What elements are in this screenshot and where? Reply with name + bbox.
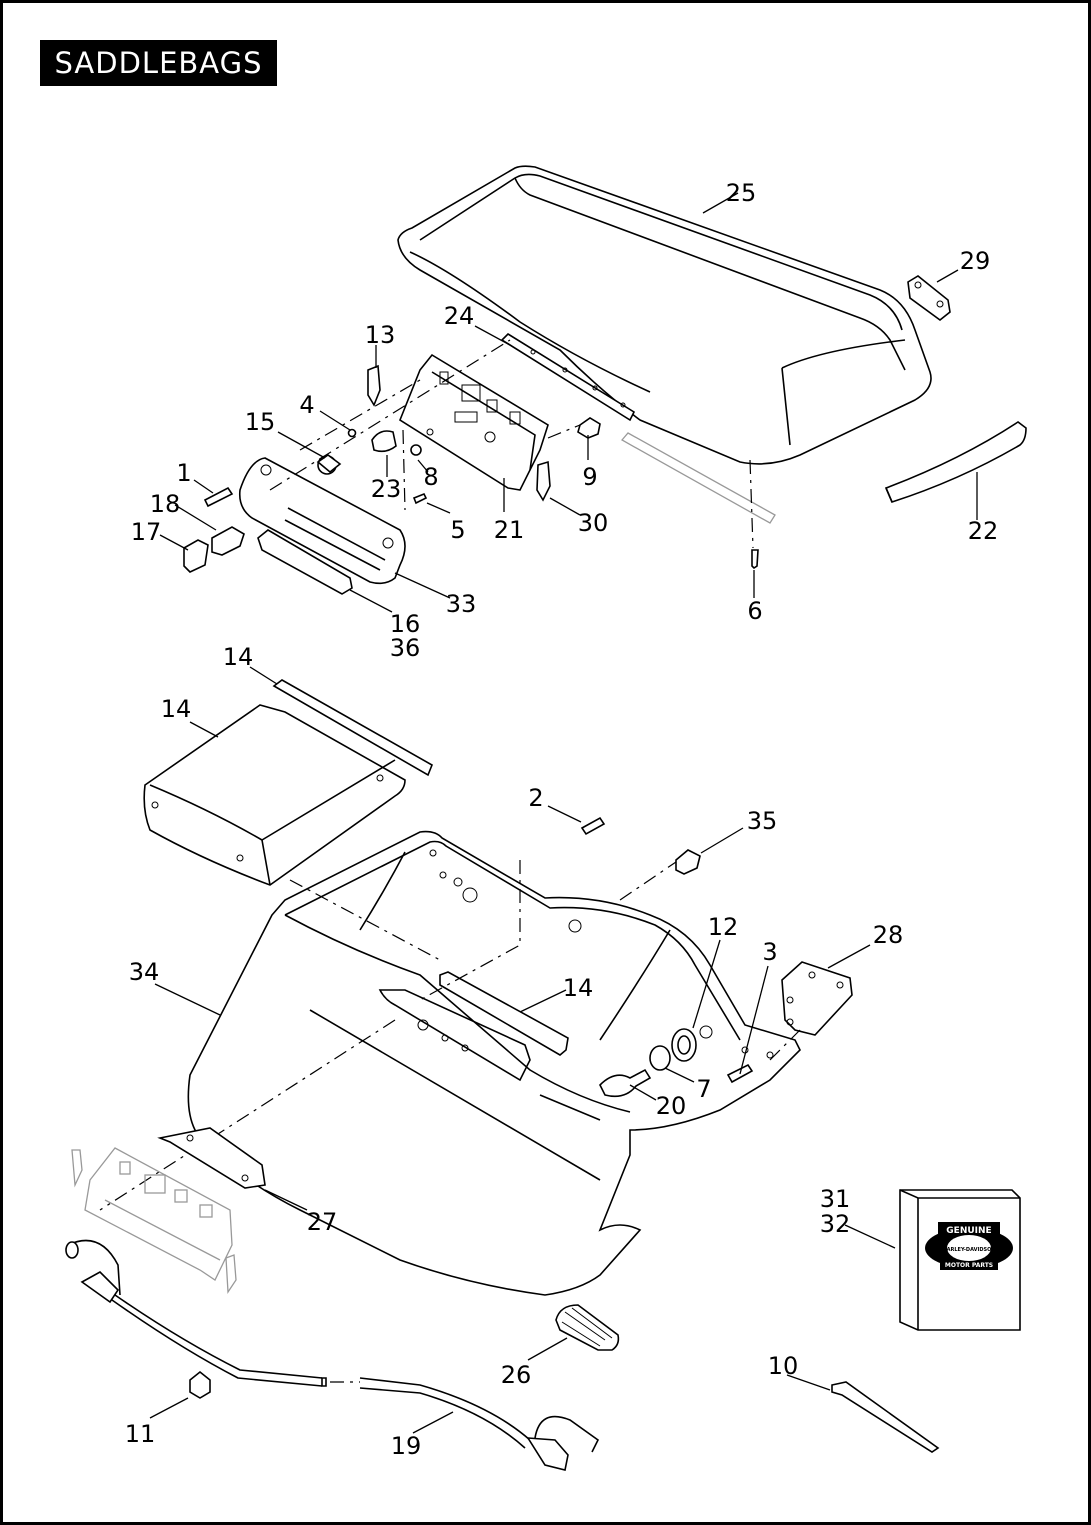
callout-20: 20 [656, 1092, 687, 1120]
callout-14-liner: 14 [161, 695, 192, 723]
leader-lines [149, 192, 978, 1434]
cable-tie-part-10 [831, 1381, 940, 1453]
callout-24: 24 [444, 302, 475, 330]
latch-handle-part-33 [238, 457, 406, 585]
liner-part-14 [143, 704, 406, 886]
callout-22: 22 [968, 517, 999, 545]
callout-1: 1 [176, 459, 191, 487]
callout-32: 32 [820, 1210, 851, 1238]
callout-16: 16 [390, 610, 421, 638]
emblem-top-text: GENUINE [946, 1226, 991, 1236]
callout-23: 23 [371, 475, 402, 503]
callout-8: 8 [423, 463, 438, 491]
nut-part-35 [675, 849, 701, 875]
callout-3: 3 [762, 938, 777, 966]
callout-4: 4 [299, 391, 314, 419]
grommet-part-12 [671, 1028, 697, 1062]
callout-14-top: 14 [223, 643, 254, 671]
plate-part-27 [157, 1127, 266, 1189]
small-hardware-cluster [316, 417, 759, 570]
hinge-strip-part-24 [500, 332, 636, 422]
emblem-bottom-text: MOTOR PARTS [945, 1262, 993, 1269]
emblem-middle-text: HARLEY-DAVIDSON [942, 1247, 995, 1253]
trim-strip-part-22 [884, 421, 1027, 503]
callout-17: 17 [131, 518, 162, 546]
callout-31: 31 [820, 1185, 851, 1213]
lid-part-25 [397, 165, 932, 465]
latch-lever-part-13 [367, 364, 381, 407]
clip-part-11 [189, 1370, 211, 1399]
callout-25: 25 [726, 179, 757, 207]
callout-6: 6 [747, 597, 762, 625]
callout-11: 11 [125, 1420, 156, 1448]
bolt-part-1 [203, 486, 234, 508]
callout-14-body: 14 [563, 974, 594, 1002]
callout-35: 35 [747, 807, 778, 835]
callout-2: 2 [528, 784, 543, 812]
page-title: SADDLEBAGS [40, 40, 277, 86]
callout-34: 34 [129, 958, 160, 986]
callout-26: 26 [501, 1361, 532, 1389]
reflector-part-16 [257, 529, 353, 595]
callout-27: 27 [307, 1208, 338, 1236]
cable-part-19 [65, 1239, 600, 1471]
saddlebag-body-part-34 [187, 830, 801, 1296]
callout-30: 30 [578, 509, 609, 537]
callout-7: 7 [696, 1075, 711, 1103]
callout-19: 19 [391, 1432, 422, 1460]
callout-5: 5 [450, 516, 465, 544]
callout-36: 36 [390, 634, 421, 662]
callout-labels: 25 29 22 24 13 4 15 1 18 17 23 8 5 21 9 … [125, 179, 999, 1460]
parts-kit-box-part-31: GENUINE HARLEY-DAVIDSON MOTOR PARTS [899, 1189, 1021, 1331]
callout-28: 28 [873, 921, 904, 949]
bracket-part-29 [907, 275, 951, 322]
bolt-part-2 [580, 816, 606, 836]
callout-10: 10 [768, 1352, 799, 1380]
callout-9: 9 [582, 463, 597, 491]
callout-33: 33 [446, 590, 477, 618]
lock-cover-part-17 [183, 539, 209, 573]
latch-lever-part-30 [536, 460, 551, 502]
callout-18: 18 [150, 490, 181, 518]
ghost-latch-assembly [71, 1147, 237, 1294]
callout-12: 12 [708, 913, 739, 941]
callout-13: 13 [365, 321, 396, 349]
washer-part-7 [649, 1045, 671, 1071]
lock-cylinder-part-18 [211, 526, 245, 556]
pin-part-20 [599, 1068, 652, 1098]
latch-assembly-part-21 [399, 353, 549, 491]
assembly-line [299, 379, 421, 451]
strip-part-14 [272, 679, 434, 777]
callout-29: 29 [960, 247, 991, 275]
callout-21: 21 [494, 516, 525, 544]
callout-15: 15 [245, 408, 276, 436]
hinge-bracket-part-28 [781, 961, 853, 1036]
pad-part-26 [555, 1304, 620, 1351]
